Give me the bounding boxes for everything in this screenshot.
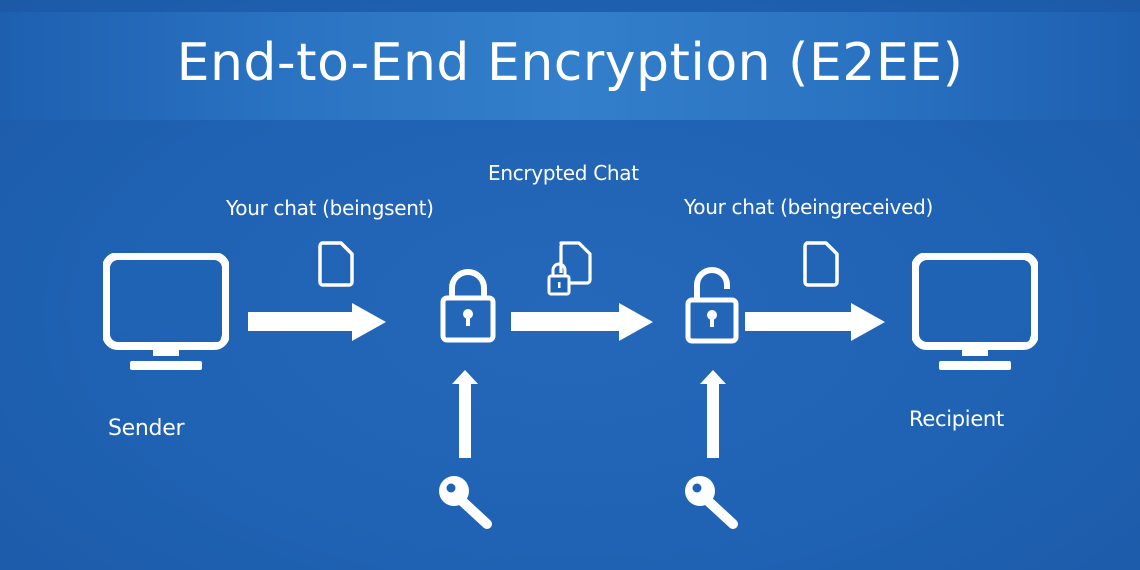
sender-monitor-icon xyxy=(103,253,229,371)
label-sender: Sender xyxy=(108,416,185,441)
lock-open-icon xyxy=(685,265,743,345)
page-title: End-to-End Encryption (E2EE) xyxy=(176,33,964,93)
document-icon xyxy=(317,240,355,288)
encrypted-document-icon xyxy=(545,240,595,298)
arrow-right-icon xyxy=(248,303,386,341)
arrow-right-icon xyxy=(511,303,653,341)
arrow-up-icon xyxy=(700,370,726,460)
key-icon xyxy=(683,474,739,530)
arrow-up-icon xyxy=(452,370,478,460)
label-sent: Your chat (beingsent) xyxy=(226,196,434,220)
label-received: Your chat (beingreceived) xyxy=(684,195,933,219)
lock-closed-icon xyxy=(440,268,496,344)
arrow-right-icon xyxy=(745,303,885,341)
title-band: End-to-End Encryption (E2EE) xyxy=(0,12,1140,120)
document-icon xyxy=(802,240,840,288)
label-encrypted: Encrypted Chat xyxy=(488,161,639,185)
label-recipient: Recipient xyxy=(909,407,1004,431)
recipient-monitor-icon xyxy=(912,253,1038,371)
key-icon xyxy=(437,474,493,530)
